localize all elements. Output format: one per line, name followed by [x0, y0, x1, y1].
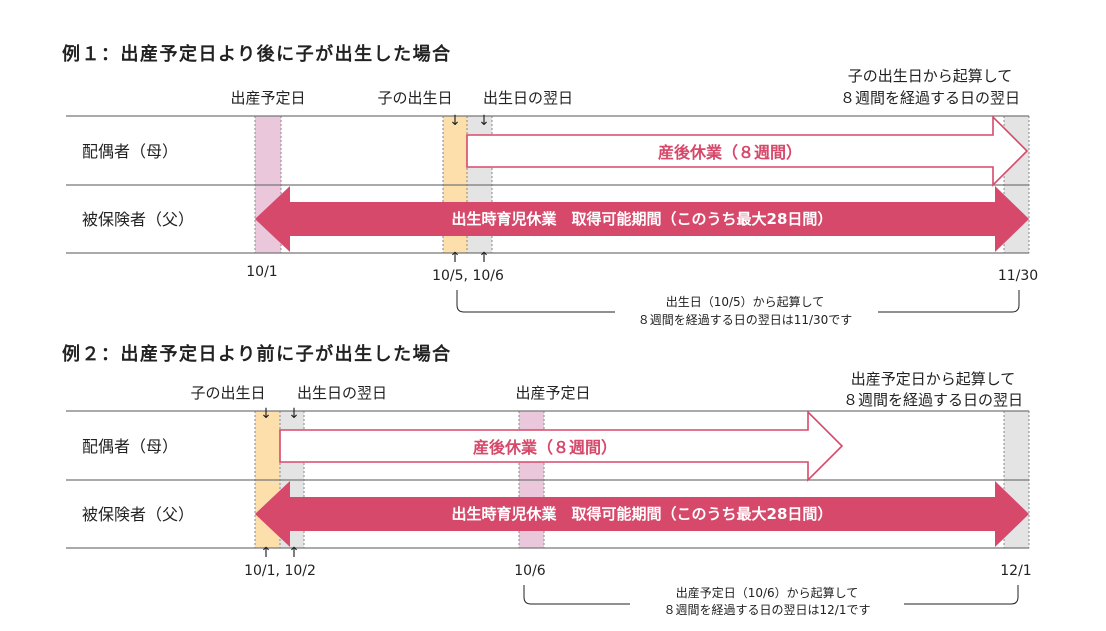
postpartum-leave-arrow: [466, 115, 1029, 187]
down-arrow-icon: ↓: [449, 113, 461, 129]
date-birth-next: 10/1, 10/2: [244, 563, 316, 579]
childcare-leave-label: 出生時育児休業 取得可能期間（このうち最大28日間）: [452, 210, 833, 228]
example-2: 例２：出産予定日より前に子が出生した場合 子の出生日 出生日の翌日 出産予定日 …: [62, 343, 1032, 617]
bracket-right: [904, 585, 1019, 605]
date-end: 11/30: [998, 268, 1038, 284]
date-due: 10/6: [514, 563, 546, 579]
postpartum-leave-arrow: [279, 410, 844, 482]
due-date-label: 出産予定日: [230, 89, 305, 107]
end-label-line-2: ８週間を経過する日の翌日: [843, 391, 1023, 409]
date-birth-next: 10/5, 10/6: [432, 268, 504, 284]
example-1-heading: 例１：出産予定日より後に子が出生した場合: [62, 43, 452, 65]
down-arrow-icon: ↓: [288, 406, 300, 422]
next-day-label: 出生日の翌日: [297, 384, 387, 402]
row-label-father: 被保険者（父）: [82, 210, 194, 229]
postpartum-leave-label: 産後休業（８週間）: [658, 143, 802, 162]
birth-date-label: 子の出生日: [190, 384, 265, 402]
note-line-2: ８週間を経過する日の翌日は12/1です: [664, 603, 871, 617]
bracket-right: [878, 290, 1020, 313]
note-line-1: 出生日（10/5）から起算して: [666, 294, 825, 309]
birth-date-label: 子の出生日: [377, 89, 452, 107]
up-arrow-icon: ↑: [260, 545, 272, 561]
next-day-label: 出生日の翌日: [483, 89, 573, 107]
date-due: 10/1: [246, 264, 277, 280]
example-1: 例１：出産予定日より後に子が出生した場合 出産予定日 子の出生日 出生日の翌日 …: [62, 43, 1038, 327]
up-arrow-icon: ↑: [449, 250, 461, 266]
childcare-leave-arrow: [255, 186, 1029, 252]
row-label-mother: 配偶者（母）: [82, 437, 178, 456]
postpartum-leave-label: 産後休業（８週間）: [473, 438, 617, 457]
note-line-2: ８週間を経過する日の翌日は11/30です: [638, 313, 853, 327]
down-arrow-icon: ↓: [478, 113, 490, 129]
due-date-label: 出産予定日: [515, 384, 590, 402]
up-arrow-icon: ↑: [288, 545, 300, 561]
up-arrow-icon: ↑: [478, 250, 490, 266]
note-line-1: 出産予定日（10/6）から起算して: [676, 585, 859, 600]
down-arrow-icon: ↓: [260, 406, 272, 422]
row-label-mother: 配偶者（母）: [82, 142, 178, 161]
date-end: 12/1: [1000, 563, 1031, 579]
bracket-left: [456, 290, 615, 313]
end-label-line-1: 子の出生日から起算して: [848, 67, 1013, 85]
example-2-heading: 例２：出産予定日より前に子が出生した場合: [62, 343, 452, 365]
end-label-line-1: 出産予定日から起算して: [851, 370, 1016, 388]
end-label-line-2: ８週間を経過する日の翌日: [840, 89, 1020, 107]
bracket-left: [523, 585, 630, 605]
childcare-leave-label: 出生時育児休業 取得可能期間（このうち最大28日間）: [452, 505, 833, 523]
row-label-father: 被保険者（父）: [82, 505, 194, 524]
childcare-leave-arrow: [255, 481, 1029, 547]
